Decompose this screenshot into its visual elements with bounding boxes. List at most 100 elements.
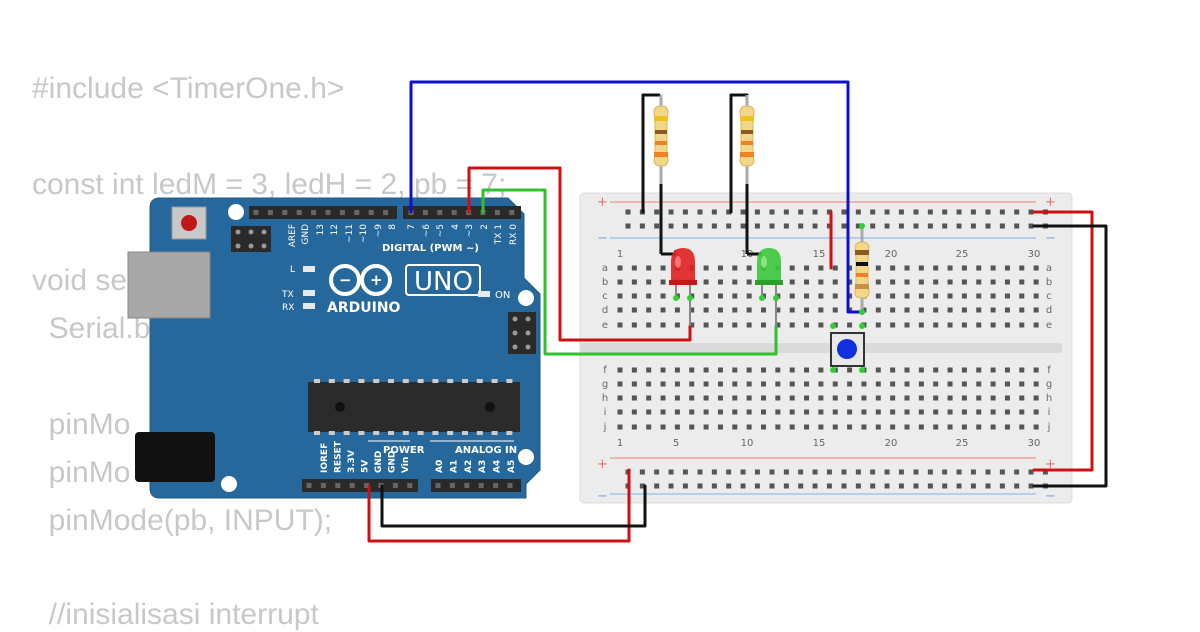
breadboard-hole <box>746 307 752 313</box>
breadboard-hole <box>818 279 824 285</box>
rail-hole <box>826 223 832 229</box>
rail-hole <box>711 223 717 229</box>
header-pin[interactable] <box>354 210 360 215</box>
header-pin[interactable] <box>349 483 355 488</box>
header-pin[interactable] <box>335 483 341 488</box>
breadboard-hole <box>832 424 838 430</box>
breadboard-hole <box>961 424 967 430</box>
breadboard-hole <box>847 424 853 430</box>
breadboard-hole <box>1004 395 1010 401</box>
breadboard-hole <box>976 307 982 313</box>
rail-hole <box>740 469 746 475</box>
breadboard-hole <box>990 265 996 271</box>
header-pin[interactable] <box>464 483 470 488</box>
breadboard-hole <box>933 307 939 313</box>
row-letter-h-right: h <box>1046 393 1052 404</box>
breadboard-hole <box>990 395 996 401</box>
header-pin[interactable] <box>383 210 389 215</box>
breadboard-hole <box>847 409 853 415</box>
chip-pin <box>491 379 498 383</box>
analog-section-label: ANALOG IN <box>455 445 517 456</box>
header-pin[interactable] <box>339 210 345 215</box>
breadboard-hole <box>775 395 781 401</box>
breadboard-hole <box>703 265 709 271</box>
resistor-1 <box>653 95 669 184</box>
chip-pin <box>358 431 365 435</box>
header-pin[interactable] <box>437 210 443 215</box>
header-pin[interactable] <box>507 483 513 488</box>
breadboard-hole <box>1004 279 1010 285</box>
header-pin[interactable] <box>282 210 288 215</box>
header-pin[interactable] <box>267 210 273 215</box>
header-pin[interactable] <box>407 483 413 488</box>
analog-pin-header <box>431 479 521 492</box>
chip-pin <box>402 431 409 435</box>
header-pin[interactable] <box>449 483 455 488</box>
header-pin[interactable] <box>364 483 370 488</box>
rail-hole <box>927 483 933 489</box>
power-pin-label: IOREF <box>320 443 330 473</box>
header-pin[interactable] <box>253 210 259 215</box>
breadboard-hole <box>947 322 953 328</box>
breadboard-hole <box>660 265 666 271</box>
rail-hole <box>985 469 991 475</box>
header-pin[interactable] <box>320 483 326 488</box>
wire-red-5v-to-bottom-rail <box>367 468 631 543</box>
row-letter-e-right: e <box>1046 320 1052 331</box>
breadboard-hole <box>761 307 766 313</box>
breadboard-hole <box>947 381 953 387</box>
arduino-board: − + ARDUINO UNO DIGITAL (PWM ~) L TX RX … <box>127 197 541 499</box>
header-pin[interactable] <box>306 483 312 488</box>
header-pin[interactable] <box>435 483 441 488</box>
analog-pin-label: A2 <box>464 460 474 473</box>
header-pin[interactable] <box>368 210 374 215</box>
rail-hole <box>841 469 847 475</box>
rail-hole <box>711 209 717 215</box>
breadboard-hole <box>847 381 853 387</box>
breadboard-hole <box>617 265 623 271</box>
header-pin[interactable] <box>451 210 457 215</box>
rail-hole <box>826 209 832 215</box>
header-pin[interactable] <box>296 210 302 215</box>
rail-hole <box>812 209 818 215</box>
header-pin[interactable] <box>325 210 331 215</box>
rail-hole <box>956 469 962 475</box>
rail-hole <box>697 483 703 489</box>
header-pin[interactable] <box>493 483 499 488</box>
breadboard-hole <box>746 322 752 328</box>
breadboard-hole <box>660 395 666 401</box>
digital-pin-header <box>249 206 521 219</box>
breadboard-hole <box>918 381 924 387</box>
header-pin[interactable] <box>494 210 500 215</box>
breadboard-hole <box>689 322 695 328</box>
breadboard-hole <box>789 279 795 285</box>
header-pin[interactable] <box>422 210 428 215</box>
chip-pin <box>491 431 498 435</box>
chip-pin <box>417 379 424 383</box>
header-pin[interactable] <box>478 483 484 488</box>
mounting-hole-right-top <box>518 290 534 306</box>
breadboard-hole <box>775 424 781 430</box>
code-line-void-setup: void se <box>32 264 128 297</box>
breadboard-hole <box>890 293 896 299</box>
bottom-rail-minus-right: − <box>1045 489 1056 504</box>
breadboard-hole <box>746 265 752 271</box>
chip-pin <box>402 379 409 383</box>
reset-button-cap[interactable] <box>181 215 197 231</box>
header-pin[interactable] <box>311 210 317 215</box>
resistor-2 <box>739 95 755 184</box>
rail-hole <box>841 223 847 229</box>
breadboard-hole <box>847 279 853 285</box>
chip-pin <box>358 379 365 383</box>
onboard-led-l <box>303 266 315 272</box>
header-pin[interactable] <box>509 210 515 215</box>
push-button[interactable] <box>830 332 865 367</box>
breadboard-hole <box>717 265 723 271</box>
bottom-rail-plus-left: + <box>597 457 608 472</box>
breadboard-hole <box>976 367 982 373</box>
code-line-include: #include <TimerOne.h> <box>32 72 345 105</box>
chip-pin <box>506 379 513 383</box>
header-pin[interactable] <box>392 483 398 488</box>
